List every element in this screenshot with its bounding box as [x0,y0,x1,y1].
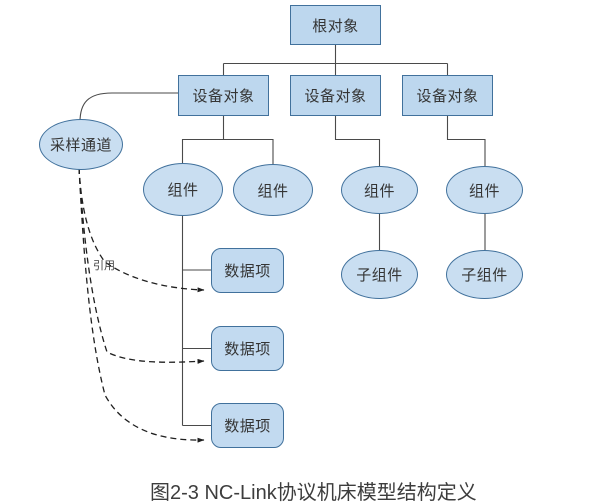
figure-caption: 图2-3 NC-Link协议机床模型结构定义 [150,482,477,504]
node-component-3: 组件 [341,166,418,214]
node-data-item-2: 数据项 [211,326,284,371]
node-device-object-1: 设备对象 [178,75,269,116]
node-device-object-3: 设备对象 [402,75,493,116]
node-subcomponent-2: 子组件 [446,250,523,299]
node-root-object: 根对象 [290,5,381,45]
node-subcomponent-1: 子组件 [341,250,418,299]
node-component-2: 组件 [233,164,313,216]
node-sampling-channel: 采样通道 [39,119,123,170]
node-device-object-2: 设备对象 [290,75,381,116]
reference-edge-label: 引用 [93,260,115,272]
node-data-item-1: 数据项 [211,248,284,293]
node-component-1: 组件 [143,163,223,216]
node-data-item-3: 数据项 [211,403,284,448]
node-component-4: 组件 [446,166,523,214]
